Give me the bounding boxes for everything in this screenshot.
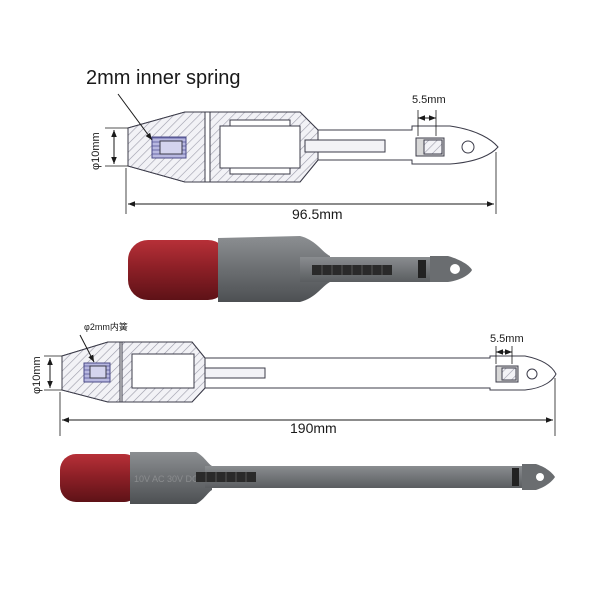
- long-probe-drawing: [61, 341, 557, 403]
- long-probe-cavity: [131, 353, 195, 389]
- short-probe-red-handle: [128, 240, 228, 300]
- length-label-top: 96.5mm: [292, 206, 343, 222]
- long-probe-gray-grip: [130, 452, 212, 504]
- short-probe-tip-hole-photo: [450, 264, 460, 274]
- tip-width-label-top: 5.5mm: [412, 94, 446, 106]
- short-probe-tip-hole: [461, 140, 475, 154]
- long-probe-rating-text: 10V AC 30V DC 1A: [134, 474, 212, 484]
- diameter-label-top: φ10mm: [90, 132, 102, 170]
- spring-leader-top: [117, 93, 153, 141]
- short-probe-dimensions: 2mm inner spring φ10mm 5.5mm 96.5mm: [86, 67, 497, 222]
- long-probe-tip-hole: [526, 368, 538, 380]
- short-probe-rail: [304, 139, 386, 153]
- diameter-label-bottom: φ10mm: [31, 356, 43, 394]
- long-probe-rail: [204, 367, 266, 379]
- short-probe-photo: [128, 236, 472, 302]
- spring-label-bottom: φ2mm内簧: [84, 321, 128, 332]
- long-probe-shaft: [205, 466, 527, 488]
- spring-label-top: 2mm inner spring: [86, 67, 241, 89]
- long-probe-red-handle: [60, 454, 140, 502]
- length-label-bottom: 190mm: [290, 420, 337, 436]
- tip-width-label-bottom: 5.5mm: [490, 333, 524, 345]
- short-probe-drawing: [127, 111, 499, 183]
- short-probe-cavity: [219, 125, 301, 169]
- long-probe-dimensions: φ2mm内簧 φ10mm 5.5mm 190mm: [31, 321, 556, 436]
- long-probe-tip-hole-photo: [536, 473, 544, 481]
- short-probe-gray-grip: [218, 236, 330, 302]
- spring-leader-bottom: [79, 334, 95, 363]
- long-probe-photo: 10V AC 30V DC 1A: [60, 452, 555, 504]
